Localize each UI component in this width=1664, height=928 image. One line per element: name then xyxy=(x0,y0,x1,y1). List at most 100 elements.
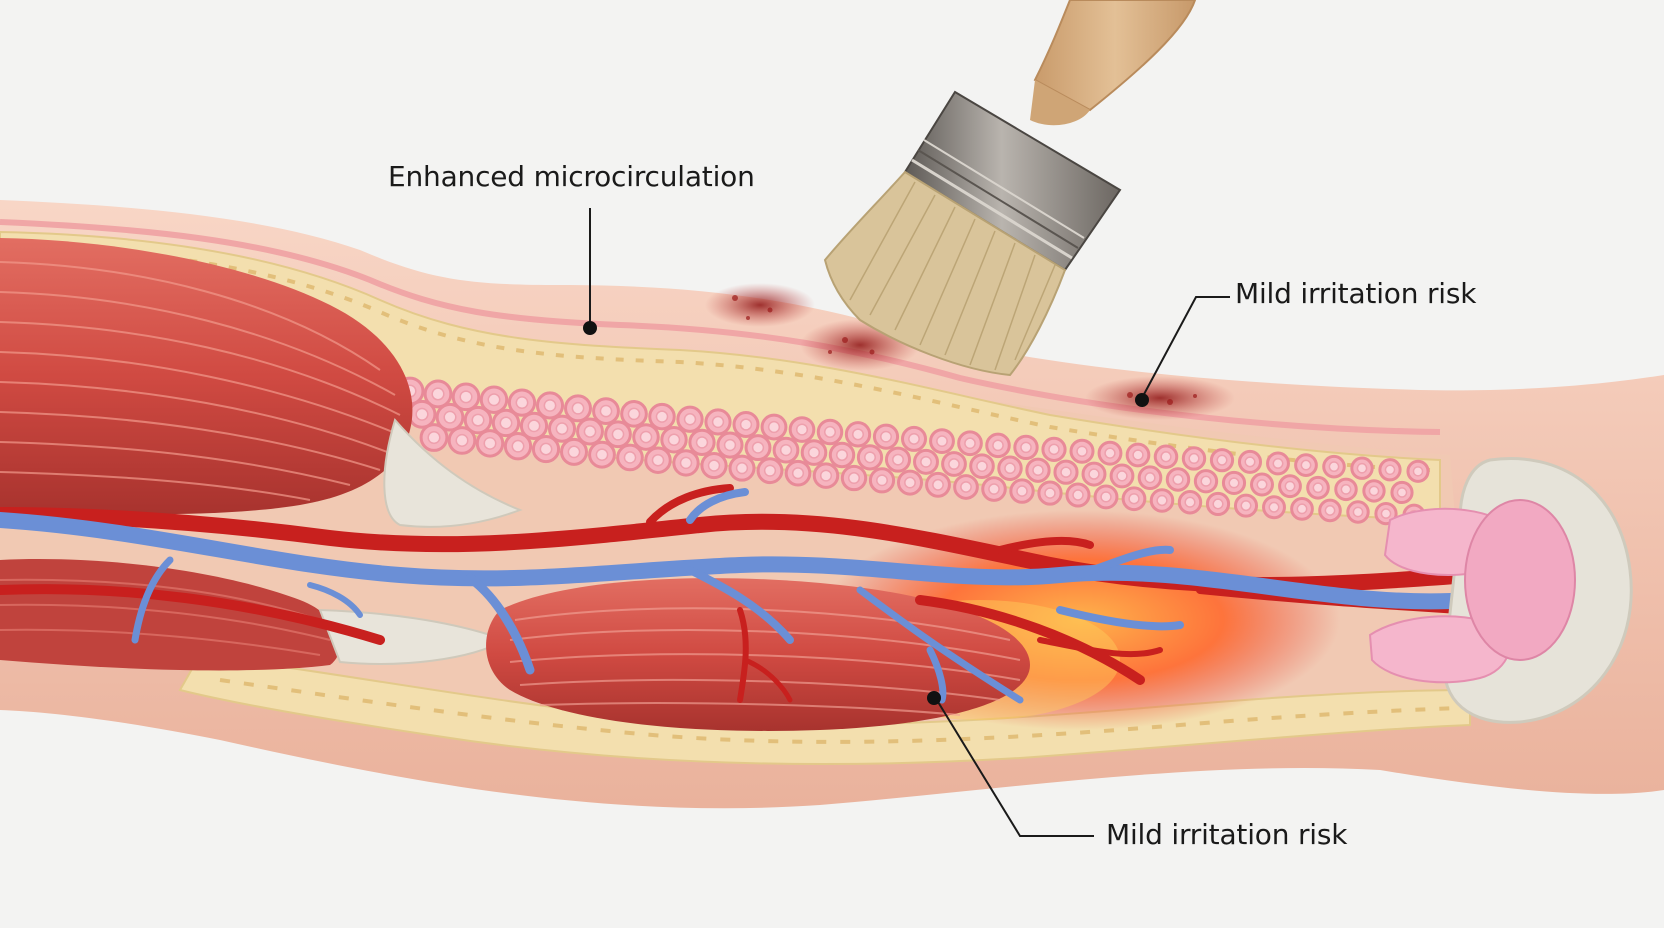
tissue-cell-lumen xyxy=(1380,508,1392,519)
callout-dot-top xyxy=(583,321,597,335)
tissue-cell-lumen xyxy=(1104,447,1116,459)
tissue-cell-lumen xyxy=(1300,459,1312,471)
irritation-spot-3 xyxy=(1085,376,1235,420)
irritation-spot-1 xyxy=(705,283,815,327)
upper-tendon xyxy=(383,417,523,528)
tissue-cell-lumen xyxy=(1032,464,1044,476)
tissue-cell-lumen xyxy=(1384,464,1396,476)
tissue-cell-lumen xyxy=(1296,503,1308,515)
tissue-cell-lumen xyxy=(1272,458,1284,469)
tissue-cell-lumen xyxy=(571,401,585,415)
tissue-cell-lumen xyxy=(1132,449,1144,461)
tissue-cell-lumen xyxy=(1212,498,1224,510)
tissue-cell-lumen xyxy=(1072,489,1084,501)
tissue-cell-lumen xyxy=(1352,506,1364,518)
tissue-cell-lumen xyxy=(795,423,809,436)
tissue-cell-lumen xyxy=(583,425,597,438)
tissue-cell-lumen xyxy=(735,461,749,475)
callout-dot-right xyxy=(1135,393,1149,407)
tissue-cell-lumen xyxy=(527,419,541,433)
tissue-cell-lumen xyxy=(499,416,513,430)
tissue-cell-lumen xyxy=(880,430,892,443)
joint-head xyxy=(1464,499,1576,661)
tissue-cell-lumen xyxy=(1160,451,1172,463)
tissue-cell-lumen xyxy=(847,472,861,485)
tissue-cell-lumen xyxy=(1144,472,1156,484)
tissue-cell-lumen xyxy=(1396,487,1408,498)
callout-dot-bottom xyxy=(927,691,941,705)
tissue-cell-lumen xyxy=(639,430,653,444)
tissue-cell-lumen xyxy=(819,469,833,482)
tissue-cell-lumen xyxy=(1324,505,1336,516)
tissue-cell-lumen xyxy=(655,410,669,423)
tissue-cell-lumen xyxy=(455,433,469,447)
upper-muscle-fibers xyxy=(0,261,401,501)
tissue-cell-lumen xyxy=(623,451,637,464)
tissue-cell-lumen xyxy=(1412,466,1424,477)
tissue-cell-lumen xyxy=(1284,480,1296,492)
tissue-cell-lumen xyxy=(515,396,529,410)
tissue-cell-lumen xyxy=(1340,483,1352,495)
tissue-cell-lumen xyxy=(1188,452,1200,465)
tissue-cell-lumen xyxy=(443,410,457,424)
tissue-cell-lumen xyxy=(1156,494,1168,507)
tissue-cell-lumen xyxy=(964,437,976,450)
tissue-cell-lumen xyxy=(1184,496,1196,508)
tissue-cell-lumen xyxy=(611,427,625,441)
tissue-cell-lumen xyxy=(723,438,737,452)
tissue-cell-lumen xyxy=(679,456,693,470)
tissue-cell-lumen xyxy=(932,478,944,491)
tissue-cell-lumen xyxy=(1128,493,1140,505)
callout-label-irritation-deep: Mild irritation risk xyxy=(1106,818,1348,851)
tissue-cell-lumen xyxy=(960,481,972,493)
tissue-cell-lumen xyxy=(667,433,681,446)
tissue-cell-lumen xyxy=(876,474,888,487)
brush xyxy=(823,0,1197,377)
tissue-cell-lumen xyxy=(1240,500,1252,512)
tissue-cell-lumen xyxy=(835,448,849,462)
tissue-cell-lumen xyxy=(1268,501,1280,513)
tissue-cell-lumen xyxy=(595,448,609,462)
tissue-cell-lumen xyxy=(431,387,445,401)
tissue-cell-lumen xyxy=(1328,461,1340,473)
tissue-cell-lumen xyxy=(767,420,781,434)
callout-label-irritation-skin: Mild irritation risk xyxy=(1235,277,1477,310)
tissue-cell-lumen xyxy=(1312,482,1324,494)
leader-line-right xyxy=(1141,296,1230,399)
tissue-cell-lumen xyxy=(1256,479,1268,491)
brush-bristles xyxy=(823,170,1067,377)
tissue-cell-lumen xyxy=(1048,443,1060,456)
tissue-cell-lumen xyxy=(823,425,837,439)
tissue-cell-lumen xyxy=(487,393,501,407)
tissue-cell-lumen xyxy=(908,432,920,445)
tissue-cell-lumen xyxy=(1060,466,1072,478)
tissue-cell-lumen xyxy=(415,407,429,421)
leader-lines xyxy=(589,208,1230,837)
tissue-cell-lumen xyxy=(992,439,1004,452)
tissue-cell-lumen xyxy=(739,418,753,431)
tissue-cell-lumen xyxy=(543,399,557,412)
tissue-cell-lumen xyxy=(627,407,641,421)
tissue-cell-lumen xyxy=(864,451,876,464)
tissue-cell-lumen xyxy=(683,413,697,426)
tissue-cell-lumen xyxy=(948,458,960,470)
tissue-cell-lumen xyxy=(555,422,569,436)
tissue-cell-lumen xyxy=(459,390,473,404)
tissue-cell-lumen xyxy=(651,453,665,467)
tissue-cell-lumen xyxy=(936,435,948,448)
tissue-cell-lumen xyxy=(1244,456,1256,468)
tissue-cell-lumen xyxy=(920,455,932,468)
tissue-cell-lumen xyxy=(1356,462,1368,474)
leader-line-bottom xyxy=(934,696,1094,837)
tissue-cell-lumen xyxy=(707,459,721,472)
tissue-cell-lumen xyxy=(483,436,497,450)
tissue-cells xyxy=(395,376,1430,527)
tissue-cell-lumen xyxy=(471,413,485,427)
tissue-cell-lumen xyxy=(852,428,864,441)
tissue-cell-lumen xyxy=(567,445,581,459)
tissue-cell-lumen xyxy=(751,441,765,454)
tissue-cell-lumen xyxy=(1044,487,1056,499)
tissue-cell-lumen xyxy=(779,444,793,457)
tissue-cell-lumen xyxy=(807,446,821,459)
